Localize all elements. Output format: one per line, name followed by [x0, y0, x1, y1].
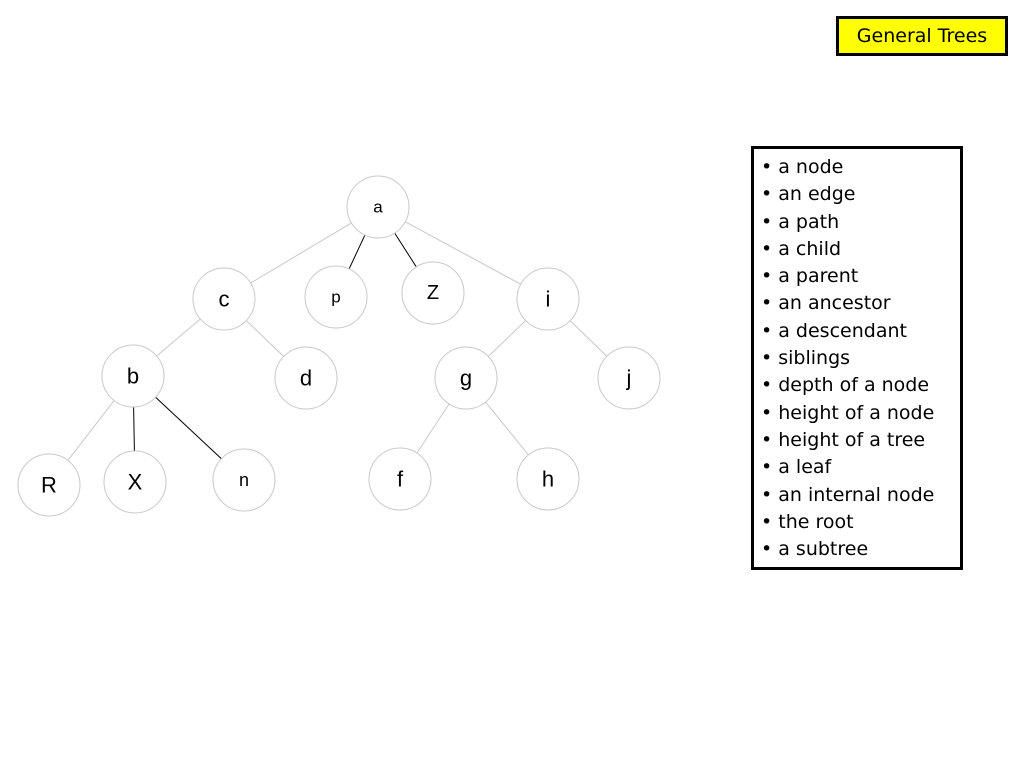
term-item: • a node	[761, 156, 844, 178]
term-item: • height of a node	[761, 401, 935, 424]
tree-node-label: n	[239, 470, 249, 490]
tree-node-f: f	[368, 447, 432, 511]
tree-node-label: R	[41, 473, 57, 498]
term-item: • an ancestor	[761, 292, 891, 315]
term-item: • an edge	[761, 183, 856, 206]
tree-node-label: Z	[427, 282, 439, 304]
tree-node-Z: Z	[401, 261, 465, 325]
tree-edge-i-j	[569, 320, 608, 357]
term-item: • a child	[761, 237, 842, 260]
tree-edge-b-R	[67, 400, 115, 461]
slide-title: General Trees	[836, 16, 1008, 56]
tree-node-circle	[192, 267, 256, 331]
tree-node-circle	[17, 453, 81, 517]
tree-node-label: b	[127, 364, 139, 389]
tree-edge-g-h	[485, 401, 529, 456]
term-item: • a path	[761, 210, 840, 233]
tree-node-circle	[597, 346, 661, 410]
tree-node-label: g	[460, 366, 472, 391]
tree-node-circle	[103, 450, 167, 514]
tree-node-i: i	[516, 267, 580, 331]
tree-edge-b-X	[133, 406, 135, 452]
tree-node-circle	[346, 175, 410, 239]
tree-node-c: c	[192, 267, 256, 331]
tree-edge-c-b	[156, 318, 201, 357]
term-item: • a subtree	[761, 538, 869, 561]
tree-edge-c-d	[245, 320, 285, 357]
term-item: • the root	[761, 510, 854, 533]
tree-node-label: c	[219, 287, 230, 312]
tree-node-circle	[304, 265, 368, 329]
terms-list: • a node • an edge • a path • a child • …	[761, 154, 960, 563]
tree-node-p: p	[304, 265, 368, 329]
tree-node-h: h	[516, 447, 580, 511]
tree-edge-a-c	[250, 222, 352, 284]
term-item: • height of a tree	[761, 428, 926, 451]
term-item: • a descendant	[761, 319, 907, 342]
tree-node-circle	[101, 344, 165, 408]
tree-edge-a-Z	[394, 232, 417, 268]
slide-title-text: General Trees	[856, 25, 988, 47]
tree-edge-a-i	[405, 221, 521, 285]
tree-node-j: j	[597, 346, 661, 410]
tree-node-label: j	[626, 366, 632, 391]
term-item: • siblings	[761, 347, 851, 370]
tree-node-circle	[516, 267, 580, 331]
tree-node-label: d	[300, 366, 312, 391]
tree-node-d: d	[274, 346, 338, 410]
tree-node-label: h	[542, 467, 554, 492]
tree-node-label: X	[128, 470, 143, 495]
tree-node-label: p	[331, 288, 340, 307]
tree-node-label: a	[373, 198, 383, 217]
term-item: • a parent	[761, 265, 859, 288]
terms-box: • a node • an edge • a path • a child • …	[751, 146, 963, 570]
tree-node-X: X	[103, 450, 167, 514]
tree-node-a: a	[346, 175, 410, 239]
tree-edge-i-g	[487, 320, 527, 357]
tree-node-label: f	[397, 467, 404, 492]
tree-edge-a-p	[348, 234, 366, 270]
tree-edge-b-n	[155, 396, 222, 460]
tree-node-b: b	[101, 344, 165, 408]
tree-node-circle	[212, 448, 276, 512]
tree-node-circle	[368, 447, 432, 511]
term-item: • a leaf	[761, 456, 832, 479]
term-item: • an internal node	[761, 483, 935, 506]
tree-node-circle	[516, 447, 580, 511]
tree-node-n: n	[212, 448, 276, 512]
tree-node-g: g	[434, 346, 498, 410]
tree-node-label: i	[546, 287, 551, 312]
term-item: • depth of a node	[761, 374, 930, 397]
tree-node-R: R	[17, 453, 81, 517]
tree-edges	[67, 221, 608, 461]
tree-node-circle	[401, 261, 465, 325]
tree-edge-g-f	[416, 403, 450, 454]
tree-node-circle	[434, 346, 498, 410]
tree-node-circle	[274, 346, 338, 410]
